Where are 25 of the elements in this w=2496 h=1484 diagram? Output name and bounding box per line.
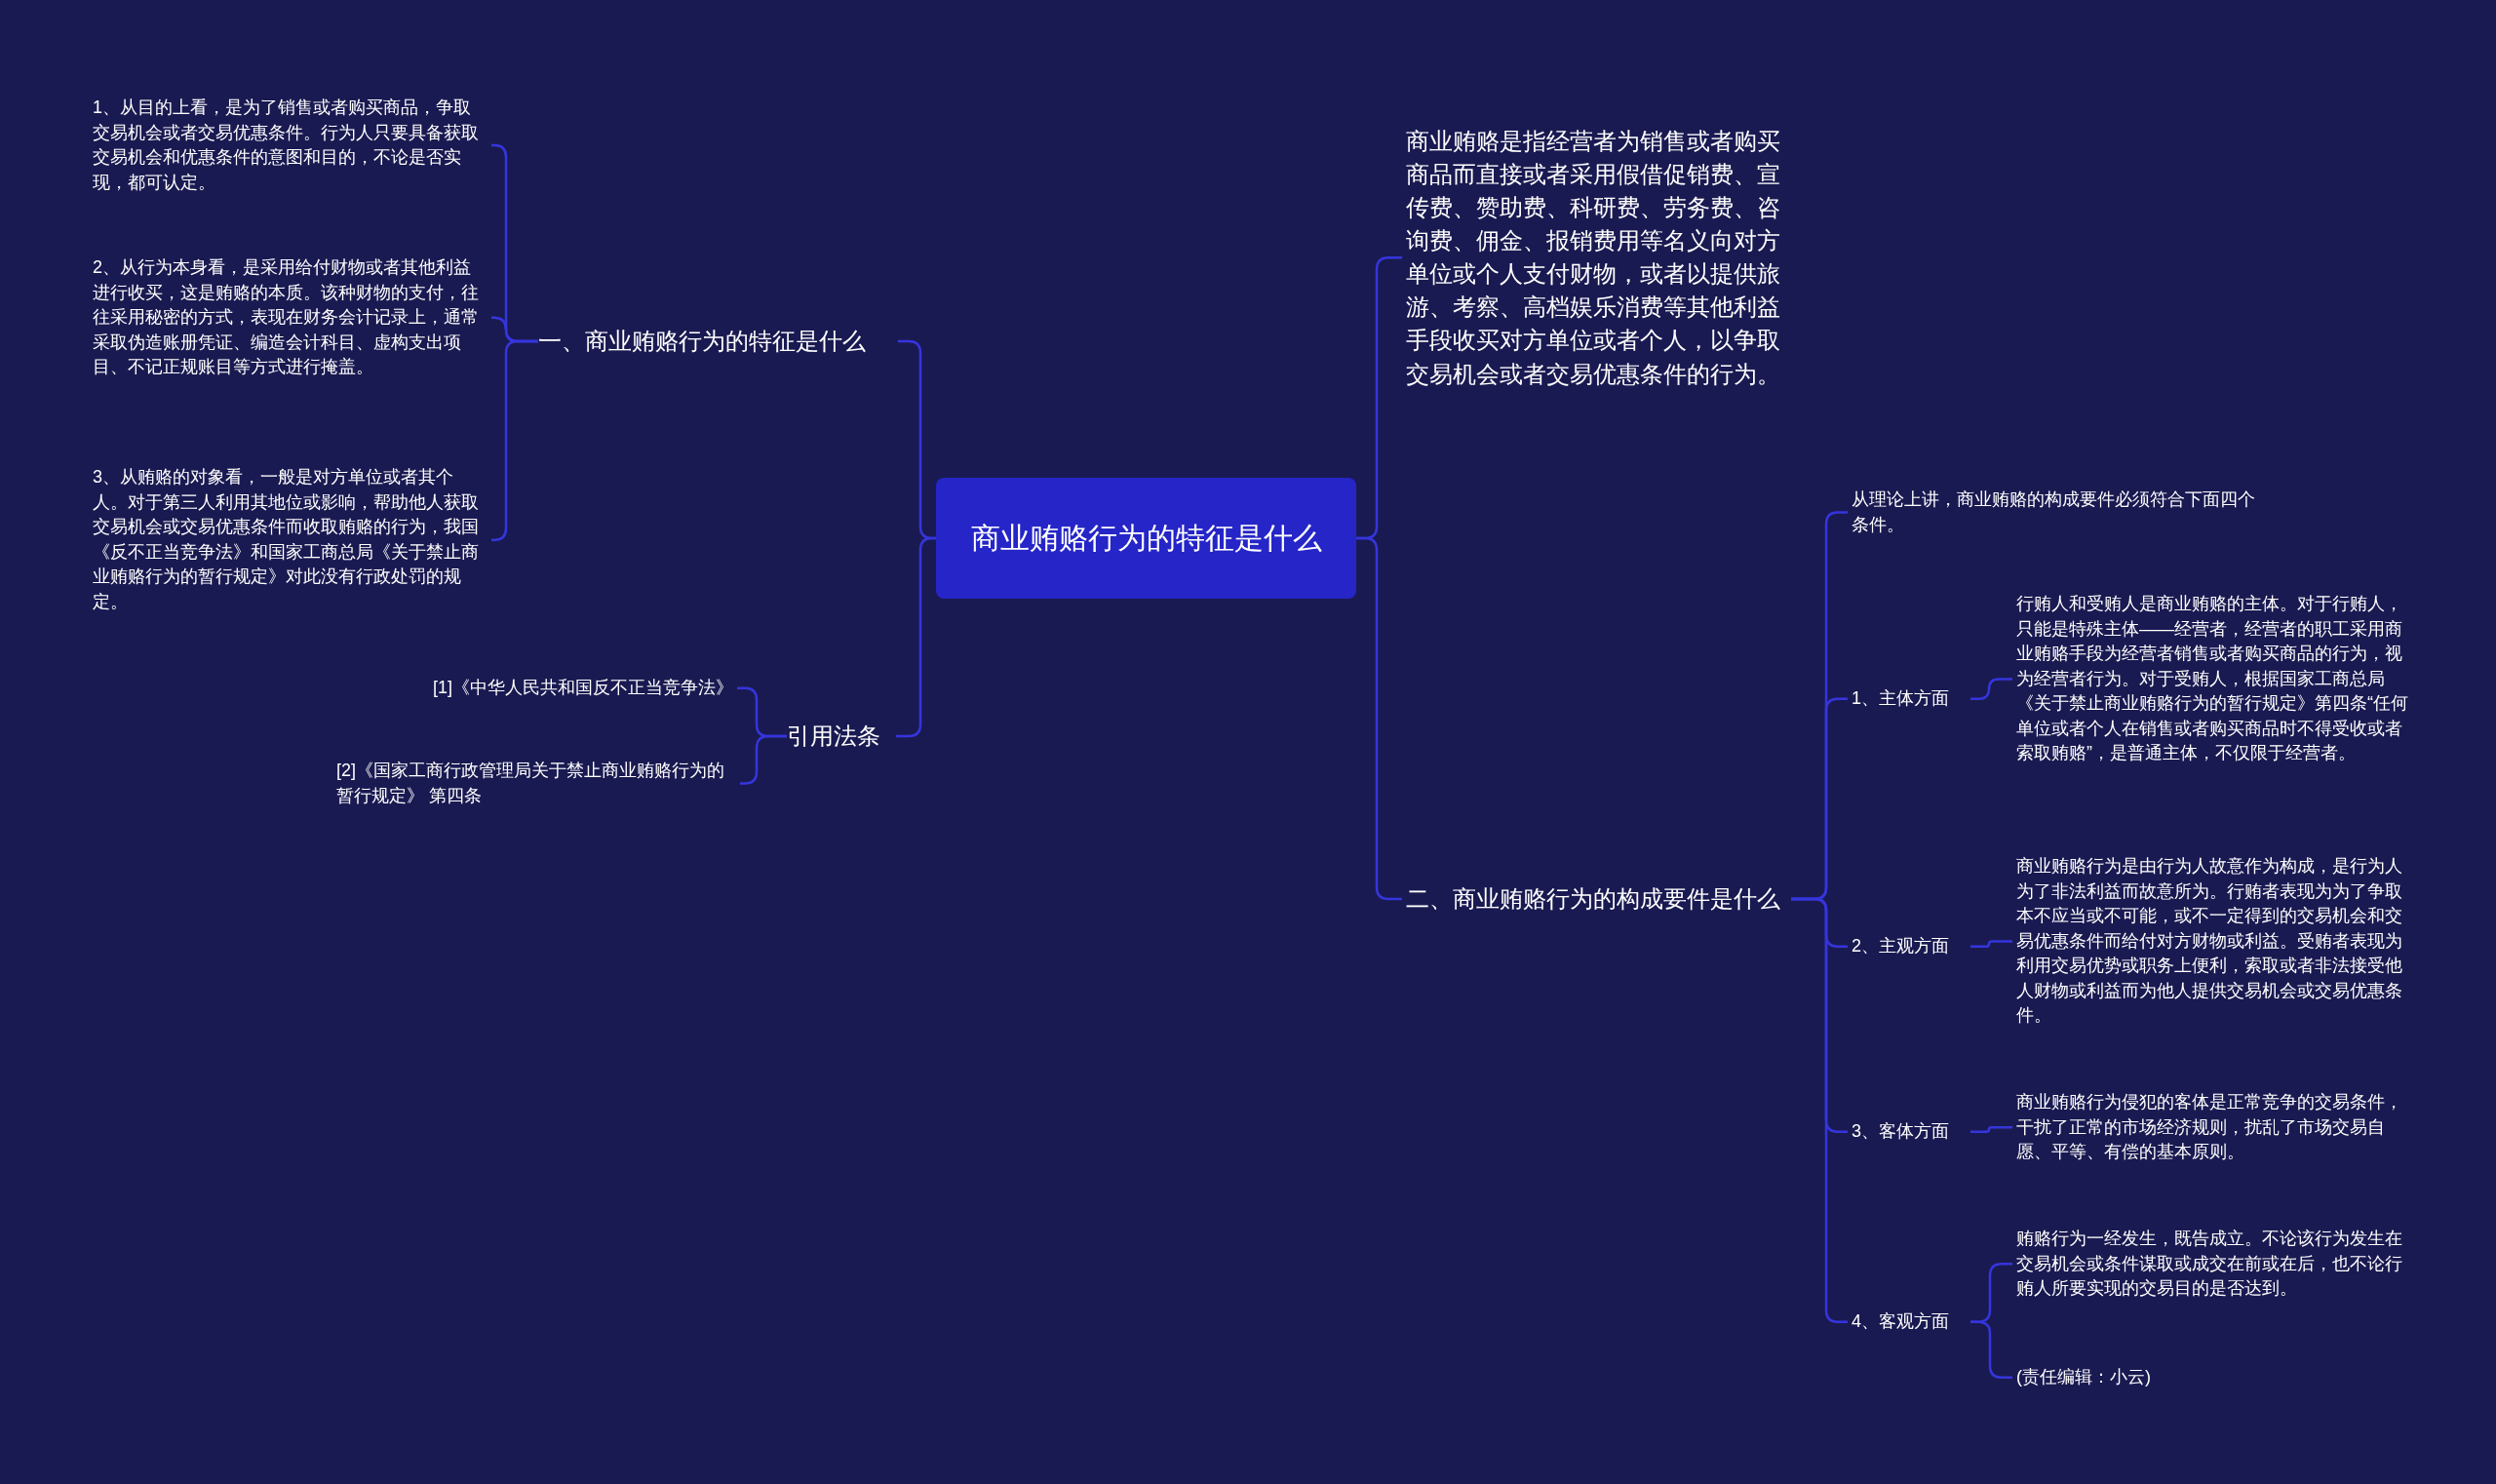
topic-text: 二、商业贿赂行为的构成要件是什么 (1406, 882, 1791, 917)
detail-text: 商业贿赂行为是由行为人故意作为构成，是行为人为了非法利益而故意所为。行贿者表现为为了争取本不应当或不可能，或不一定得到的交易机会和交易优惠条件而给付对方财物或利益。受贿者表现为利用交易优势或职务上便利，索取或者非法接受他人财物或利益而为他人提供交易机会或交易优惠条件。 (2016, 854, 2418, 1029)
detail-text: 1、从目的上看，是为了销售或者购买商品，争取交易机会或者交易优惠条件。行为人只要具备获取交易机会和优惠条件的意图和目的，不论是否实现，都可认定。 (93, 96, 488, 196)
connector-line (740, 734, 787, 785)
connector-line (491, 339, 538, 541)
subtopic-text: 3、客体方面 (1852, 1119, 1970, 1145)
subtopic-text: 4、客观方面 (1852, 1309, 1970, 1335)
detail-text: 行贿人和受贿人是商业贿赂的主体。对于行贿人，只能是特殊主体——经营者，经营者的职工采用商业贿赂手段为经营者销售或者购买商品的行为，视为经营者行为。对于受贿人，根据国家工商总局《关于禁止商业贿赂行为的暂行规定》第四条“任何单位或者个人在销售或者购买商品时不得受收或者索取贿赂”，是普通主体，不仅限于经营者。 (2016, 592, 2418, 766)
connector-line (1970, 678, 2012, 700)
connector-line (1970, 1126, 2012, 1133)
subtopic-text: 1、主体方面 (1852, 686, 1970, 712)
detail-text: 2、从行为本身看，是采用给付财物或者其他利益进行收买，这是贿赂的本质。该种财物的支付，往往采用秘密的方式，表现在财务会计记录上，通常采取伪造账册凭证、编造会计科目、虚构支出项目、不记正规账目等方式进行掩盖。 (93, 255, 488, 380)
topic-text: 引用法条 (787, 720, 892, 754)
detail-text: 贿赂行为一经发生，既告成立。不论该行为发生在交易机会或条件谋取或成交在前或在后，也不论行贿人所要实现的交易目的是否达到。 (2016, 1227, 2418, 1302)
subtopic-text: 2、主观方面 (1852, 934, 1970, 959)
central-topic-box: 商业贿赂行为的特征是什么 (936, 478, 1356, 599)
detail-text: 商业贿赂行为侵犯的客体是正常竞争的交易条件，干扰了正常的市场经济规则，扰乱了市场交易自愿、平等、有偿的基本原则。 (2016, 1090, 2418, 1165)
topic-text: 一、商业贿赂行为的特征是什么 (538, 325, 894, 359)
detail-text: 3、从贿赂的对象看，一般是对方单位或者其个人。对于第三人利用其地位或影响，帮助他人获取交易机会或交易优惠条件而收取贿赂的行为，我国《反不正当竞争法》和国家工商总局《关于禁止商业贿赂行为的暂行规定》对此没有行政处罚的规定。 (93, 465, 488, 615)
topic-text: 商业贿赂是指经营者为销售或者购买商品而直接或者采用假借促销费、宣传费、赞助费、科研费、劳务费、咨询费、佣金、报销费用等名义向对方单位或个人支付财物，或者以提供旅游、考察、高档娱乐消费等其他利益手段收买对方单位或者个人，以争取交易机会或者交易优惠条件的行为。 (1406, 125, 1791, 391)
detail-text: [1]《中华人民共和国反不正当竞争法》 (382, 676, 733, 701)
connector-line (1970, 940, 2012, 948)
detail-text: (责任编辑：小云) (2016, 1365, 2211, 1390)
detail-text: 从理论上讲，商业贿赂的构成要件必须符合下面四个条件。 (1852, 488, 2261, 538)
detail-text: [2]《国家工商行政管理局关于禁止商业贿赂行为的暂行规定》 第四条 (336, 759, 736, 809)
